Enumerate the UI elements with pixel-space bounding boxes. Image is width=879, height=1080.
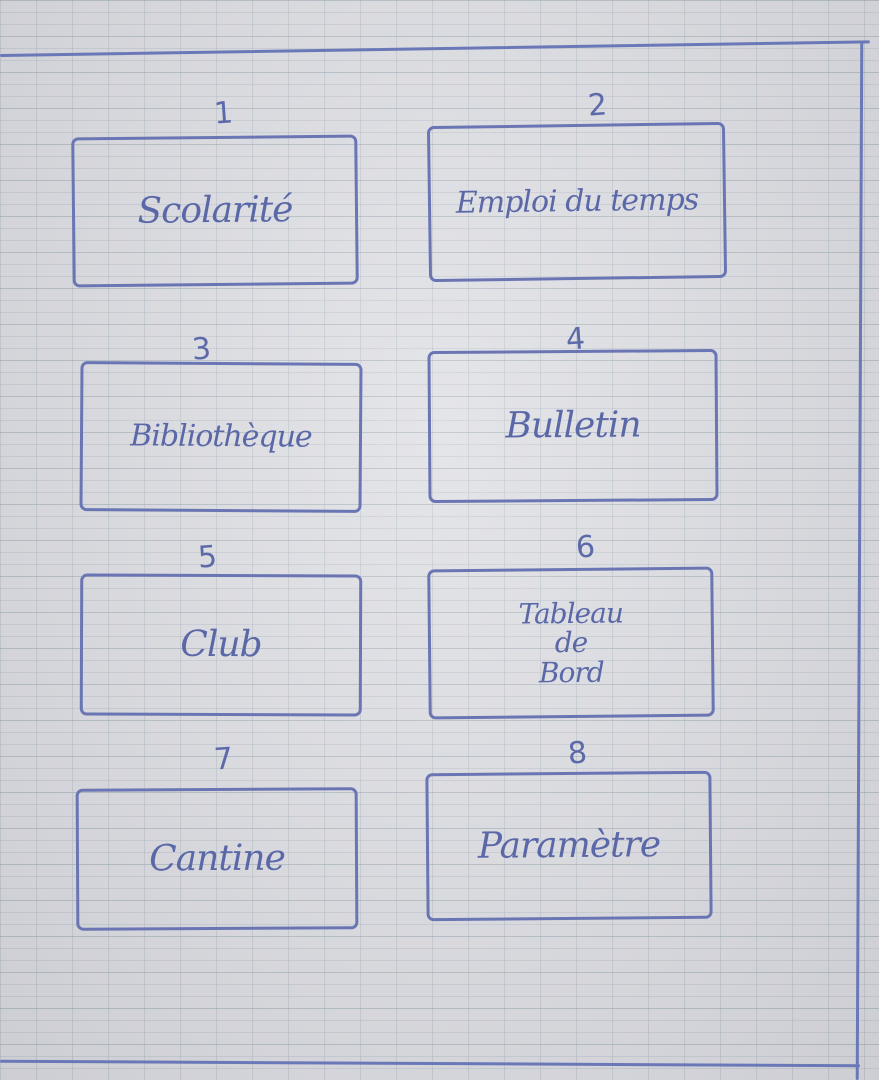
card-label: Bibliothèque <box>130 418 312 455</box>
right-margin-line <box>855 41 864 1080</box>
card-number-1: 1 <box>212 95 235 132</box>
card-label: Bulletin <box>505 404 641 447</box>
card-label: Tableau de Bord <box>518 596 624 690</box>
card-number-7: 7 <box>212 741 235 778</box>
card-label: Club <box>180 623 262 666</box>
card-label: Paramètre <box>477 824 661 867</box>
menu-card-parametre[interactable]: Paramètre <box>425 770 713 922</box>
card-number-2: 2 <box>586 87 609 124</box>
menu-card-bulletin[interactable]: Bulletin <box>427 348 719 504</box>
menu-card-emploi-du-temps[interactable]: Emploi du temps <box>426 121 728 283</box>
menu-card-scolarite[interactable]: Scolarité <box>71 134 359 288</box>
card-number-8: 8 <box>566 735 589 772</box>
menu-card-cantine[interactable]: Cantine <box>75 787 359 931</box>
menu-card-tableau-de-bord[interactable]: Tableau de Bord <box>427 566 715 720</box>
card-label: Scolarité <box>137 189 293 232</box>
menu-card-club[interactable]: Club <box>79 573 363 717</box>
menu-card-bibliotheque[interactable]: Bibliothèque <box>79 361 363 513</box>
card-label: Emploi du temps <box>455 182 699 221</box>
top-margin-line <box>0 40 870 57</box>
card-label: Cantine <box>149 837 285 880</box>
card-number-6: 6 <box>574 529 597 566</box>
card-number-5: 5 <box>196 539 219 576</box>
bottom-margin-line <box>0 1059 861 1068</box>
